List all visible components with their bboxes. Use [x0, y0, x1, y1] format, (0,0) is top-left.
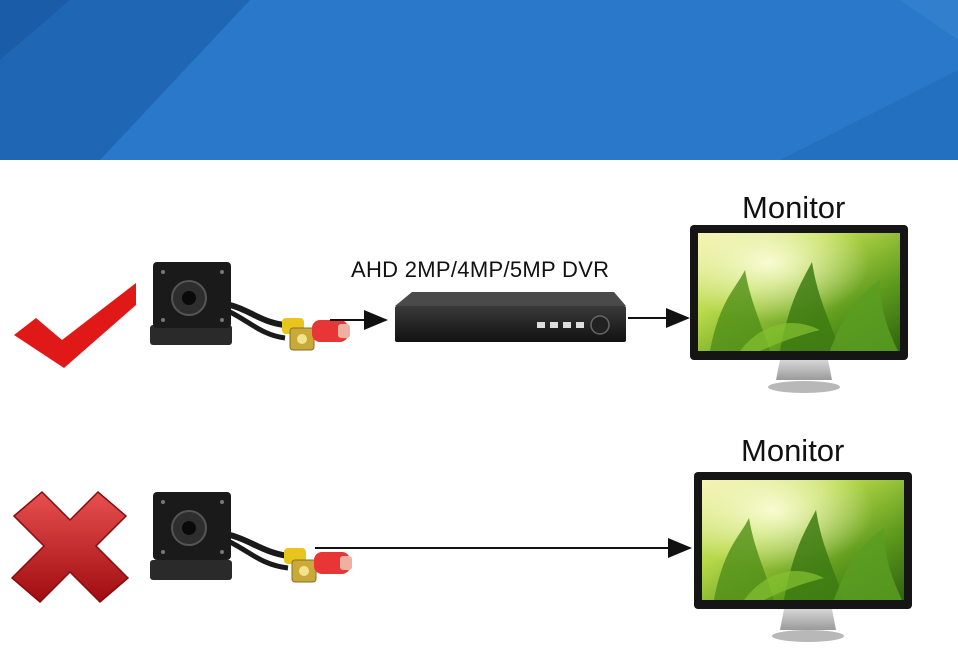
pinhole-camera-icon [150, 492, 352, 583]
header-banner [0, 0, 958, 160]
monitor-icon [694, 472, 912, 642]
banner-stripes [0, 0, 958, 160]
monitor-icon [690, 225, 908, 393]
monitor-label: Monitor [741, 433, 845, 468]
monitor-label: Monitor [742, 190, 846, 225]
dvr-recorder-icon [395, 292, 626, 342]
connection-diagram: Monitor AHD 2MP/4MP/5MP DVR Monitor [0, 160, 958, 667]
pinhole-camera-icon [150, 262, 350, 351]
dvr-label: AHD 2MP/4MP/5MP DVR [351, 257, 610, 282]
check-mark-icon [14, 283, 136, 368]
cross-mark-icon [10, 490, 130, 604]
